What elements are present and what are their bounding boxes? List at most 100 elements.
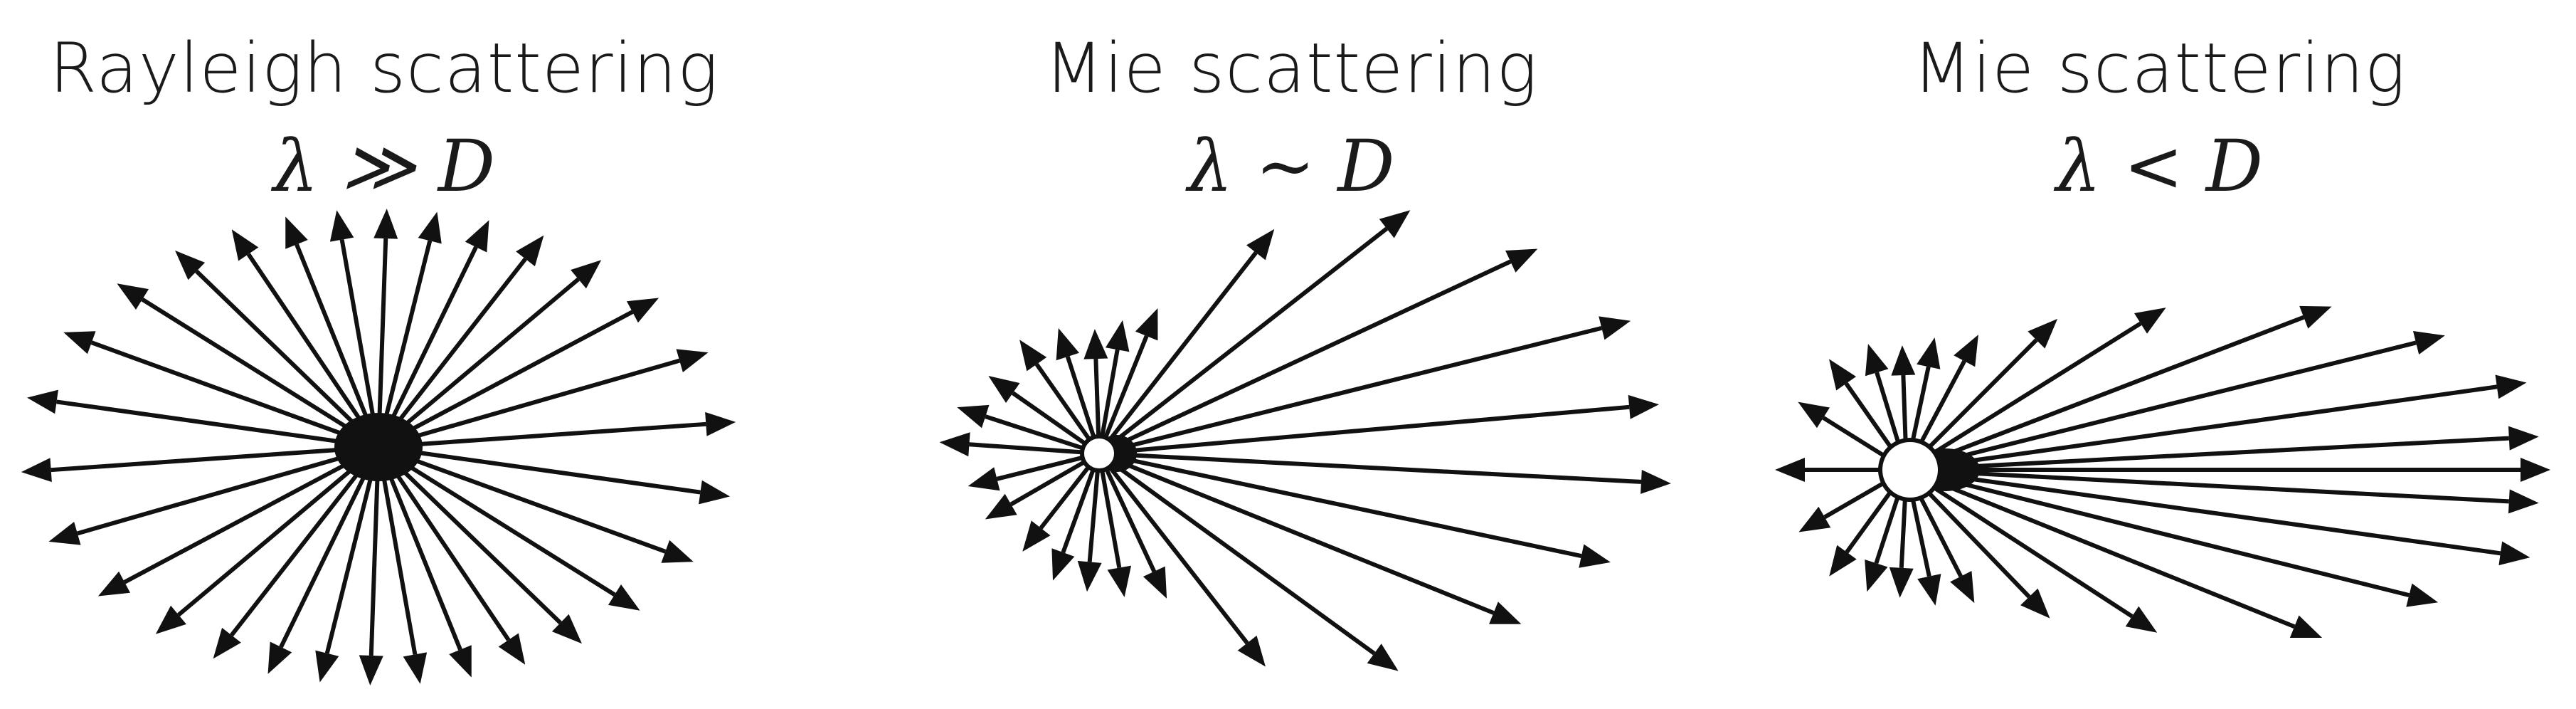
mie-similar-panel: Mie scattering λ ~ D [882, 0, 1700, 709]
arrow-shaft [56, 399, 379, 449]
arrow-shaft [246, 253, 381, 448]
scatter-arrow [315, 446, 381, 683]
mie-similar-title: Mie scattering [1044, 28, 1538, 108]
arrow-shaft [1905, 468, 2296, 629]
arrow-head [1143, 566, 1167, 599]
arrow-head [1019, 340, 1047, 372]
arrow-head [1246, 229, 1275, 261]
arrow-head [676, 349, 709, 372]
scatter-arrow [376, 235, 544, 448]
scatter-arrow [117, 283, 380, 449]
arrow-shaft [279, 446, 381, 648]
arrow-shaft [376, 238, 388, 448]
arrow-shaft [378, 445, 701, 495]
arrow-head [1889, 567, 1914, 598]
scatter-arrow [1905, 305, 2332, 472]
scatter-arrow [1098, 316, 1631, 456]
arrow-shaft [1098, 451, 1495, 615]
scatter-arrow [957, 404, 1100, 456]
arrow-shaft [1906, 468, 2501, 556]
scatter-arrow [359, 446, 383, 686]
arrow-head [48, 522, 81, 545]
scatter-arrow [26, 389, 379, 449]
arrow-head [705, 411, 736, 436]
arrow-head [1829, 359, 1857, 391]
scatter-arrow [231, 229, 381, 448]
arrow-head [359, 655, 383, 686]
large-hollow-particle-icon [1878, 438, 1942, 502]
arrow-head [1051, 548, 1075, 581]
scatter-arrow [968, 451, 1100, 491]
arrow-shaft [1906, 436, 2509, 472]
scatter-arrow [1906, 468, 2539, 514]
arrow-head [1022, 520, 1051, 552]
arrow-shaft [141, 298, 380, 449]
arrow-shaft [339, 239, 381, 448]
scatter-arrow [48, 445, 379, 545]
scatter-arrow [373, 209, 398, 448]
mie-similar-scattering-pattern [939, 210, 1671, 671]
arrow-head [373, 209, 398, 239]
arrow-head [267, 641, 292, 674]
scatter-arrow [377, 445, 694, 563]
arrow-head [175, 250, 206, 280]
arrow-shaft [377, 277, 580, 449]
arrow-shaft [378, 421, 706, 449]
arrow-head [2406, 583, 2439, 607]
scatter-arrow [329, 210, 381, 448]
scatter-arrow [1906, 468, 2530, 566]
arrow-head [1775, 458, 1805, 482]
arrow-head [403, 652, 428, 684]
arrow-head [1865, 344, 1889, 377]
scatter-arrow [1905, 308, 2166, 472]
arrow-shaft [1098, 259, 1512, 456]
arrow-head [1367, 644, 1399, 671]
arrow-head [498, 633, 526, 665]
mie-similar-relation: λ ~ D [1187, 125, 1395, 208]
medium-hollow-particle-icon [1080, 434, 1118, 473]
arrow-head [608, 584, 640, 611]
arrow-head [1917, 574, 1941, 606]
scatter-arrow [988, 376, 1101, 456]
arrow-shaft [1905, 321, 2142, 472]
arrow-head [1056, 328, 1079, 361]
arrow-shaft [1098, 451, 1376, 656]
scatter-arrow [1098, 210, 1411, 456]
scatter-arrow [378, 445, 731, 505]
scatter-arrow [21, 445, 379, 483]
arrow-shaft [376, 446, 511, 641]
arrow-head [1579, 544, 1611, 568]
arrow-shaft [376, 446, 462, 651]
arrow-head [1237, 635, 1266, 667]
arrow-shaft [1098, 451, 1642, 484]
arrow-head [97, 571, 131, 597]
arrow-head [2498, 541, 2530, 566]
scatter-arrow [376, 446, 526, 665]
rayleigh-scattering-pattern [21, 209, 736, 686]
scatter-arrow [1905, 468, 2323, 639]
arrow-shaft [324, 446, 381, 654]
arrow-shaft [1097, 335, 1149, 455]
arrow-head [1489, 602, 1522, 624]
arrow-shaft [1097, 452, 1249, 645]
arrow-shaft [90, 340, 380, 449]
scatter-arrow [378, 411, 736, 449]
arrow-head [2412, 330, 2445, 354]
arrow-shaft [1097, 251, 1258, 455]
arrow-shaft [1098, 404, 1630, 456]
arrow-shaft [1906, 340, 2417, 472]
scatter-arrow [1098, 394, 1659, 456]
arrow-head [1865, 559, 1888, 592]
arrow-shaft [377, 445, 616, 597]
arrow-head [26, 389, 58, 414]
arrow-head [2134, 308, 2166, 334]
arrow-head [2299, 305, 2332, 329]
arrow-shaft [195, 269, 381, 449]
arrow-head [418, 211, 442, 244]
scatter-arrow [1098, 451, 1671, 494]
scatter-arrow [1907, 458, 2550, 482]
arrow-head [213, 627, 241, 659]
scatter-arrow [376, 446, 472, 678]
scatter-arrow [1097, 229, 1275, 455]
arrow-shaft [376, 246, 478, 448]
